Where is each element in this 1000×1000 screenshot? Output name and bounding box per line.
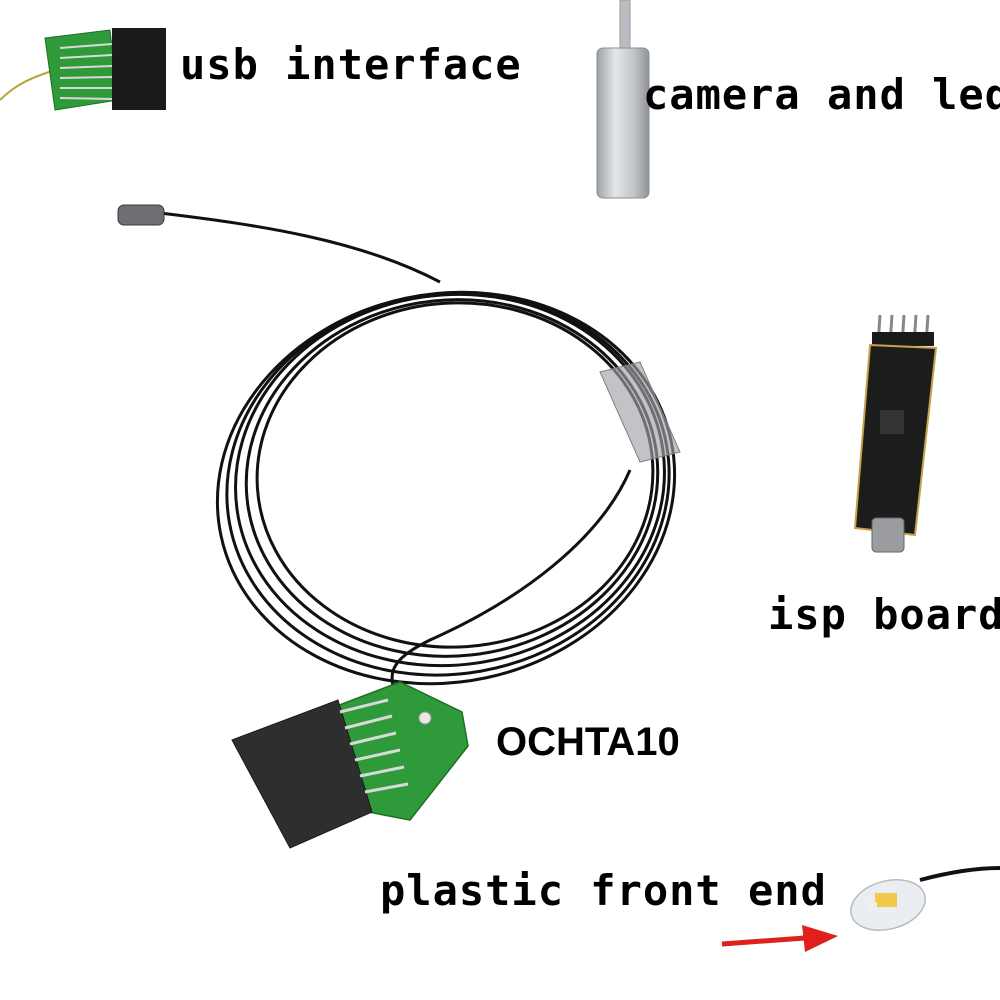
usb-interface-board	[0, 28, 166, 111]
usb-interface-label: usb interface	[180, 40, 522, 89]
plastic-front-end	[850, 866, 1000, 931]
isp-board	[853, 314, 938, 553]
red-arrow	[721, 925, 838, 952]
plastic-front-end-label: plastic front end	[380, 866, 827, 915]
probe-tip	[117, 204, 165, 226]
isp-board-label: isp board	[768, 590, 1000, 639]
tape-wrap	[599, 361, 681, 463]
model-label: OCHTA10	[496, 720, 680, 764]
camera-and-led-label: camera and led	[643, 70, 1000, 119]
main-connector-board	[231, 681, 469, 849]
camera-and-led	[596, 0, 650, 199]
cable-coil	[159, 211, 677, 701]
